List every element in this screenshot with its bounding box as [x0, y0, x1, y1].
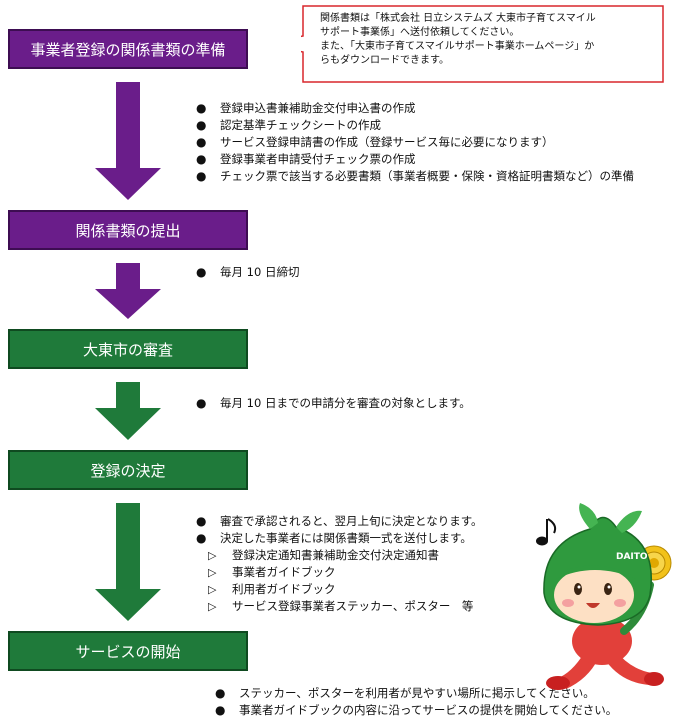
mascot-badge: DAITO [616, 552, 648, 562]
callout-line: 関係書類は「株式会社 日立システムズ 大東市子育てスマイル [320, 13, 596, 24]
down-arrow-icon [95, 263, 161, 319]
list-item: 認定基準チェックシートの作成 [196, 117, 634, 134]
start-notes: ステッカー、ポスターを利用者が見やすい場所に掲示してください。 事業者ガイドブッ… [215, 685, 617, 719]
step-prepare-documents: 事業者登録の関係書類の準備 [8, 29, 248, 69]
document-item: 利用者ガイドブック [196, 581, 483, 598]
list-item: 登録事業者申請受付チェック票の作成 [196, 151, 634, 168]
list-item: 事業者ガイドブックの内容に沿ってサービスの提供を開始してください。 [215, 702, 617, 719]
step-registration-decision: 登録の決定 [8, 450, 248, 490]
list-item: 決定した事業者には関係書類一式を送付します。 [196, 530, 483, 547]
decision-notes: 審査で承認されると、翌月上旬に決定となります。 決定した事業者には関係書類一式を… [196, 513, 483, 615]
down-arrow-icon [95, 503, 161, 621]
review-notes: 毎月 10 日までの申請分を審査の対象とします。 [196, 395, 471, 412]
prepare-notes: 登録申込書兼補助金交付申込書の作成 認定基準チェックシートの作成 サービス登録申… [196, 100, 634, 185]
down-arrow-icon [95, 82, 161, 200]
list-item: サービス登録申請書の作成（登録サービス毎に必要になります） [196, 134, 634, 151]
list-item: 毎月 10 日までの申請分を審査の対象とします。 [196, 395, 471, 412]
list-item: ステッカー、ポスターを利用者が見やすい場所に掲示してください。 [215, 685, 617, 702]
step-submit-documents: 関係書類の提出 [8, 210, 248, 250]
list-item: 毎月 10 日締切 [196, 264, 299, 281]
down-arrow-icon [95, 382, 161, 440]
callout-balloon [301, 5, 664, 83]
callout-line: サポート事業係」へ送付依頼してください。 [320, 27, 520, 38]
step-service-start: サービスの開始 [8, 631, 248, 671]
music-note-icon [536, 518, 557, 546]
list-item: チェック票で該当する必要書類（事業者概要・保険・資格証明書類など）の準備 [196, 168, 634, 185]
mascot-illustration: DAITO [536, 503, 672, 690]
callout-line: らもダウンロードできます。 [320, 55, 449, 66]
list-item: 審査で承認されると、翌月上旬に決定となります。 [196, 513, 483, 530]
document-item: 登録決定通知書兼補助金交付決定通知書 [196, 547, 483, 564]
document-item: 事業者ガイドブック [196, 564, 483, 581]
list-item: 登録申込書兼補助金交付申込書の作成 [196, 100, 634, 117]
step-city-review: 大東市の審査 [8, 329, 248, 369]
sent-documents: 登録決定通知書兼補助金交付決定通知書 事業者ガイドブック 利用者ガイドブック サ… [196, 547, 483, 615]
submit-notes: 毎月 10 日締切 [196, 264, 299, 281]
callout-text: 関係書類は「株式会社 日立システムズ 大東市子育てスマイル サポート事業係」へ送… [320, 12, 650, 68]
callout-line: また、「大東市子育てスマイルサポート事業ホームページ」か [320, 41, 595, 52]
document-item: サービス登録事業者ステッカー、ポスター 等 [196, 598, 483, 615]
